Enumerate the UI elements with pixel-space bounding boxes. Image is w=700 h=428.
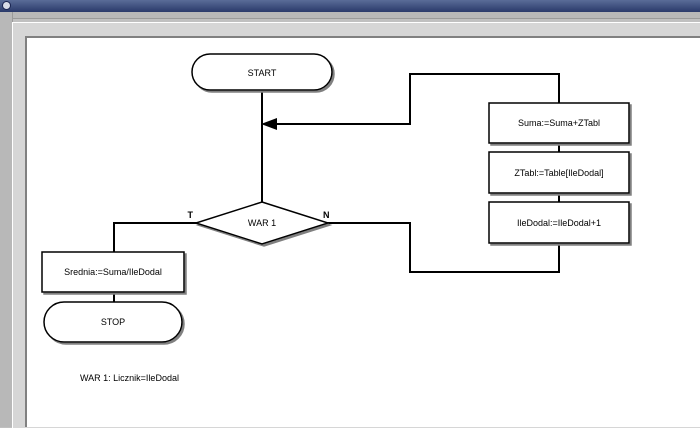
average-step-label: Srednia:=Suma/IleDodal <box>64 267 162 277</box>
loop-arrowhead <box>261 118 277 130</box>
window-top-frame <box>0 12 700 19</box>
stop-terminal: STOP <box>43 301 183 343</box>
increment-step-label: IleDodal:=IleDodal+1 <box>517 218 601 228</box>
sum-step-label: Suma:=Suma+ZTabl <box>518 118 600 128</box>
flowchart-canvas: START WAR 1 T N Suma:=Suma+ZTabl ZTabl:=… <box>25 36 700 427</box>
flowchart-diagram: START WAR 1 T N Suma:=Suma+ZTabl ZTabl:=… <box>41 53 630 383</box>
stop-label: STOP <box>101 317 125 327</box>
sum-step-box: Suma:=Suma+ZTabl <box>488 102 630 144</box>
increment-step-box: IleDodal:=IleDodal+1 <box>488 201 630 244</box>
start-label: START <box>248 68 277 78</box>
average-step-box: Srednia:=Suma/IleDodal <box>41 251 185 293</box>
true-branch-line <box>113 222 198 252</box>
decision-diamond: WAR 1 <box>193 201 331 245</box>
loop-return-line <box>266 73 560 125</box>
fetch-step-box: ZTabl:=Table[IleDodal] <box>488 151 630 194</box>
fetch-step-label: ZTabl:=Table[IleDodal] <box>514 168 603 178</box>
true-branch-label: T <box>188 210 194 220</box>
window-menu-icon[interactable] <box>2 1 11 10</box>
decision-label: WAR 1 <box>248 218 276 228</box>
false-branch-line <box>326 222 560 273</box>
start-terminal: START <box>191 53 333 91</box>
window-titlebar <box>0 0 700 12</box>
condition-legend: WAR 1: Licznik=IleDodal <box>80 373 179 383</box>
false-branch-label: N <box>323 210 330 220</box>
